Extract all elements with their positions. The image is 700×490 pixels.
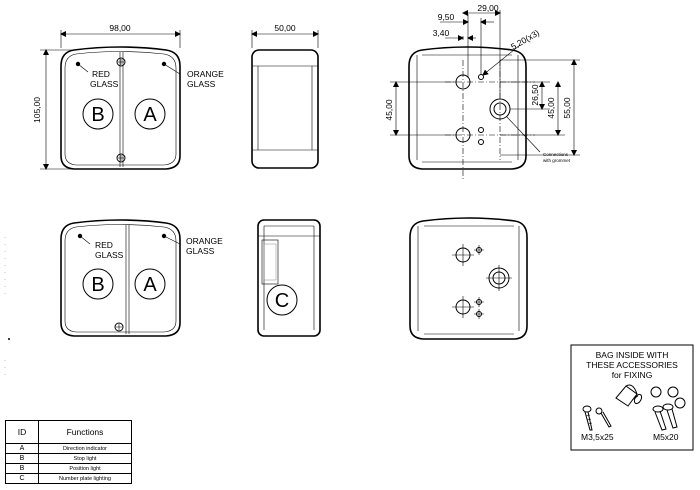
small-screw-icon bbox=[582, 405, 612, 431]
row-id: B bbox=[5, 463, 39, 474]
side-housing-outline bbox=[257, 219, 321, 337]
depth-dimension: 50,00 bbox=[274, 23, 296, 33]
lamp-a-circle bbox=[134, 268, 166, 300]
grommet-note: Connections bbox=[543, 152, 569, 157]
lamp-b-label: B bbox=[91, 104, 104, 126]
lamp-a-label: A bbox=[143, 274, 157, 296]
accessories-title: BAG INSIDE WITH bbox=[596, 350, 669, 360]
lamp-c-label: C bbox=[275, 290, 289, 312]
width-dimension: 98,00 bbox=[109, 23, 131, 33]
table-row: C Number plate lighting bbox=[5, 473, 132, 484]
grommet-note: with grommet bbox=[543, 158, 571, 163]
row-id: A bbox=[5, 443, 39, 454]
accessories-title: THESE ACCESSORIES bbox=[586, 360, 678, 370]
dimension-9-50: 9,50 bbox=[438, 12, 455, 22]
accessories-frame bbox=[570, 344, 694, 451]
row-function: Number plate lighting bbox=[38, 473, 132, 484]
red-glass-label: RED bbox=[92, 69, 110, 79]
red-glass-label: GLASS bbox=[95, 250, 124, 260]
screw-icon bbox=[116, 153, 126, 163]
row-function: Position light bbox=[38, 463, 132, 474]
dimension-26-50: 26,50 bbox=[530, 84, 540, 106]
dimension-3-40: 3,40 bbox=[433, 28, 450, 38]
lamp-a-label: A bbox=[143, 104, 157, 126]
orange-glass-label: ORANGE bbox=[187, 69, 224, 79]
plate-light-window bbox=[261, 239, 279, 285]
dimension-45-00-left: 45,00 bbox=[384, 99, 394, 121]
dimension-29-00: 29,00 bbox=[477, 3, 499, 13]
front-view-bottom: B A RED GLASS ORANGE GLASS bbox=[60, 219, 223, 337]
row-function: Direction indicator bbox=[38, 443, 132, 454]
back-housing-outline bbox=[408, 46, 527, 170]
screw-icon bbox=[114, 322, 124, 332]
lamp-b-label: B bbox=[91, 274, 104, 296]
back-housing-outline bbox=[409, 217, 528, 340]
small-screw-label: M3,5x25 bbox=[581, 432, 614, 442]
back-view-bottom bbox=[409, 217, 528, 340]
front-housing-outline bbox=[60, 219, 181, 337]
lamp-b-circle bbox=[82, 268, 114, 300]
row-id: B bbox=[5, 453, 39, 464]
orange-glass-label: GLASS bbox=[187, 79, 216, 89]
back-view-top: 9,50 29,00 3,40 5,20(x3) 45,00 26,50 45,… bbox=[384, 3, 580, 180]
orange-glass-dot bbox=[161, 61, 167, 67]
red-glass-label: GLASS bbox=[90, 79, 119, 89]
row-function: Stop light bbox=[38, 453, 132, 464]
dimension-55-00: 55,00 bbox=[562, 97, 572, 119]
table-row: A Direction indicator bbox=[5, 443, 132, 454]
functions-table: ID Functions A Direction indicator B Sto… bbox=[5, 420, 132, 484]
side-housing-outline bbox=[251, 49, 319, 169]
header-id: ID bbox=[5, 420, 39, 444]
accessories-box: BAG INSIDE WITH THESE ACCESSORIES for FI… bbox=[570, 344, 694, 451]
hole-diameter-dimension: 5,20(x3) bbox=[509, 27, 541, 51]
screw-icon bbox=[116, 57, 126, 67]
front-lens-outline bbox=[64, 51, 177, 166]
front-view-top: B A RED GLASS ORANGE GLASS 98,00 105,00 bbox=[32, 23, 224, 170]
front-housing-outline bbox=[60, 46, 181, 170]
lamp-a-circle bbox=[134, 98, 166, 130]
header-functions: Functions bbox=[38, 420, 132, 444]
wire-hole-icon bbox=[478, 127, 484, 133]
lamp-c-circle bbox=[266, 284, 298, 316]
side-view-bottom: C bbox=[257, 219, 321, 337]
height-dimension: 105,00 bbox=[32, 97, 42, 123]
large-screw-label: M5x20 bbox=[653, 432, 679, 442]
wire-hole-icon bbox=[478, 139, 484, 145]
table-row: B Stop light bbox=[5, 453, 132, 464]
table-header-row: ID Functions bbox=[5, 420, 132, 444]
cable-gland-icon bbox=[615, 384, 643, 407]
orange-glass-label: ORANGE bbox=[186, 236, 223, 246]
table-row: B Position light bbox=[5, 463, 132, 474]
dimension-45-00-right: 45,00 bbox=[546, 97, 556, 119]
orange-glass-label: GLASS bbox=[186, 246, 215, 256]
accessories-title: for FIXING bbox=[612, 370, 653, 380]
lamp-b-circle bbox=[82, 98, 114, 130]
red-glass-label: RED bbox=[95, 240, 113, 250]
side-view-top: 50,00 bbox=[251, 23, 319, 169]
large-screw-icon bbox=[650, 386, 686, 431]
wire-hole-icon bbox=[478, 74, 484, 80]
front-lens-outline bbox=[64, 224, 177, 333]
row-id: C bbox=[5, 473, 39, 484]
